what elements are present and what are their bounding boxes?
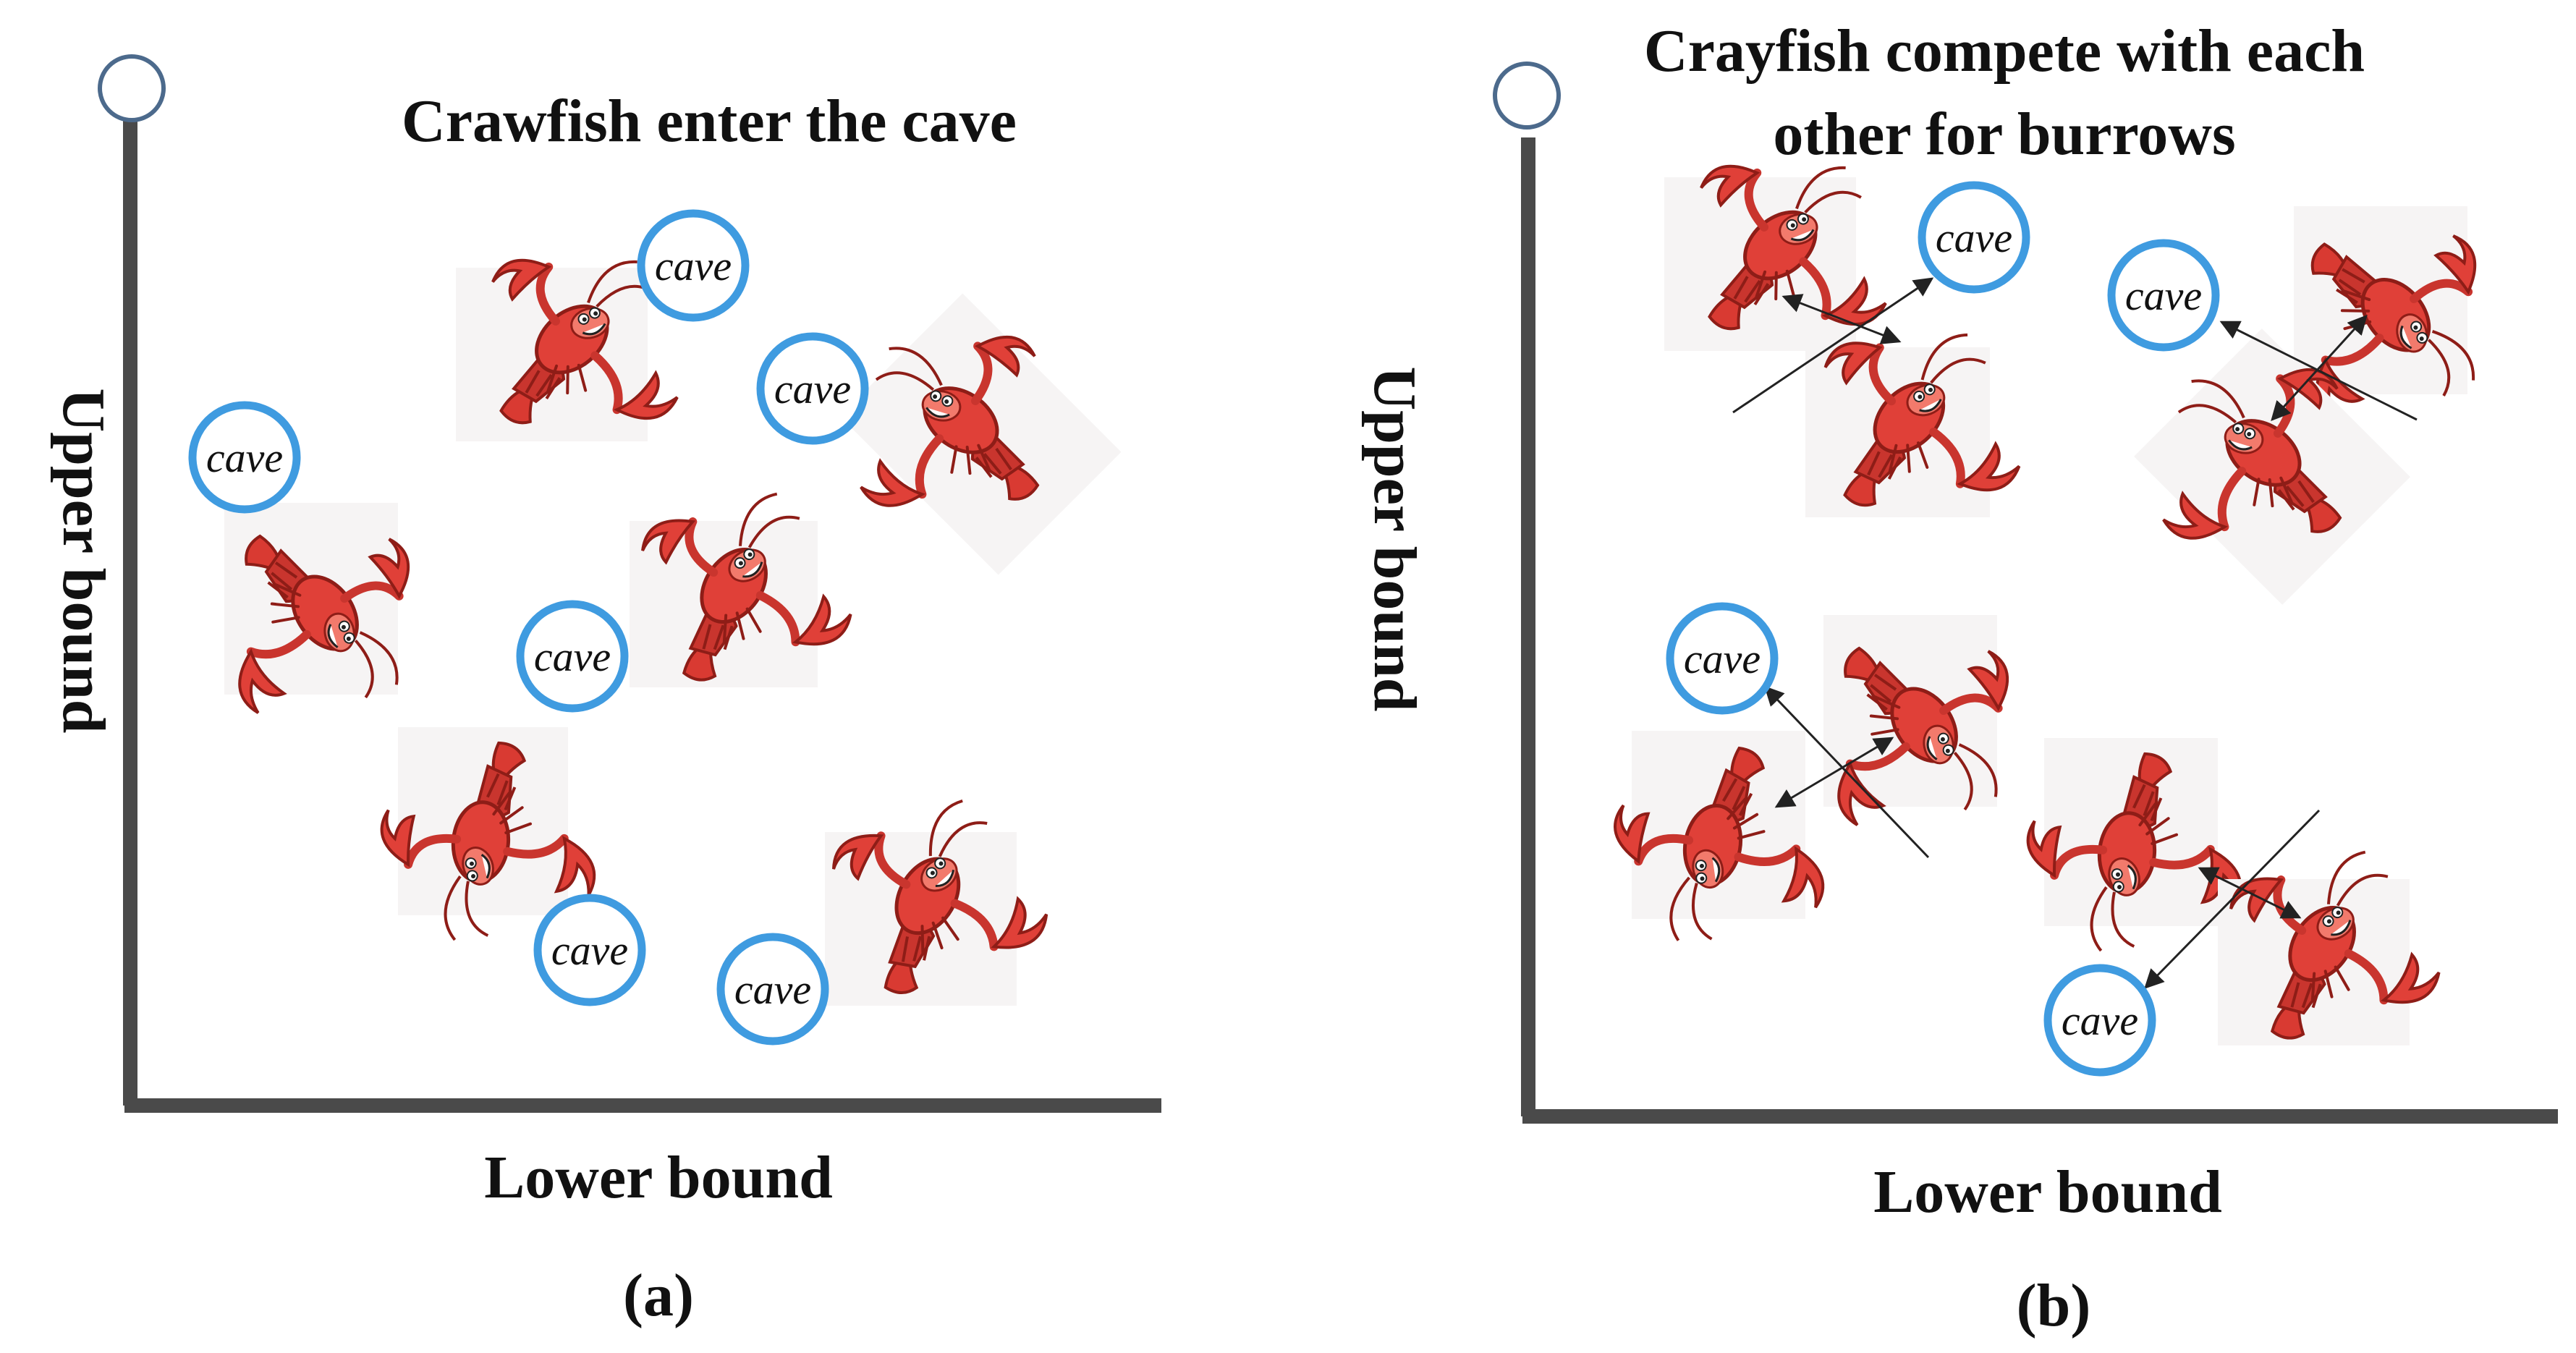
cave: cave <box>637 209 750 322</box>
crayfish-icon <box>2134 328 2410 605</box>
crayfish-icon <box>1797 302 2028 538</box>
crayfish-icon <box>1603 731 1829 956</box>
cave-label: cave <box>551 927 628 974</box>
cave: cave <box>1918 181 2030 294</box>
arrow-to-cave <box>2144 809 2321 989</box>
crayfish-icon <box>366 727 603 958</box>
cave: cave <box>188 401 301 514</box>
panel-b: Crayfish compete with each other for bur… <box>1361 17 2558 1339</box>
panel-b-title-line2: other for burrows <box>1773 101 2235 168</box>
cave: cave <box>2043 964 2156 1077</box>
panel-a: Crawfish enter the cave Upper bound Lowe… <box>50 54 1161 1329</box>
cave: cave <box>533 894 646 1006</box>
crayfish-icon <box>2202 820 2449 1072</box>
panel-b-x-axis-label: Lower bound <box>1873 1158 2222 1226</box>
panel-b-caption: (b) <box>2017 1272 2091 1339</box>
cave-label: cave <box>734 966 811 1013</box>
arrow-to-cave <box>2219 321 2418 421</box>
cave-label: cave <box>206 434 283 481</box>
cave: cave <box>756 332 869 445</box>
crayfish-icon <box>456 229 685 455</box>
cave-label: cave <box>1936 214 2012 261</box>
panel-b-y-axis-label: Upper bound <box>1361 366 1428 711</box>
panel-b-title-line1: Crayfish compete with each <box>1644 17 2365 85</box>
double-headed-arrow-icon <box>1781 294 1902 344</box>
panel-a-axis-origin-ring <box>98 54 166 122</box>
arrow-to-cave <box>1732 277 1934 414</box>
crayfish-icon <box>805 770 1057 1025</box>
cave-label: cave <box>2125 272 2202 319</box>
cave: cave <box>1666 602 1779 715</box>
double-headed-arrow-icon <box>2271 315 2368 421</box>
panel-a-x-axis-label: Lower bound <box>484 1144 833 1211</box>
panel-a-y-axis-label: Upper bound <box>50 388 117 733</box>
cave-label: cave <box>774 365 851 412</box>
crayfish-icon <box>614 462 861 713</box>
crayfish-icon <box>839 293 1122 575</box>
double-headed-arrow-icon <box>2198 867 2302 919</box>
cave-label: cave <box>534 633 611 680</box>
crayfish-icon <box>214 503 429 718</box>
cave-label: cave <box>1684 635 1761 682</box>
arrow-to-cave <box>1764 686 1930 859</box>
cave: cave <box>516 600 629 713</box>
cave: cave <box>2107 239 2220 352</box>
panel-b-axis-origin-ring <box>1493 62 1561 130</box>
crayfish-icon <box>2012 738 2249 969</box>
panel-a-title: Crawfish enter the cave <box>402 88 1017 155</box>
double-headed-arrow-icon <box>1774 737 1894 808</box>
panel-a-caption: (a) <box>623 1262 694 1329</box>
cave-label: cave <box>655 242 732 289</box>
cave: cave <box>716 933 829 1046</box>
crayfish-icon <box>1813 615 2028 831</box>
cave-label: cave <box>2062 997 2138 1044</box>
